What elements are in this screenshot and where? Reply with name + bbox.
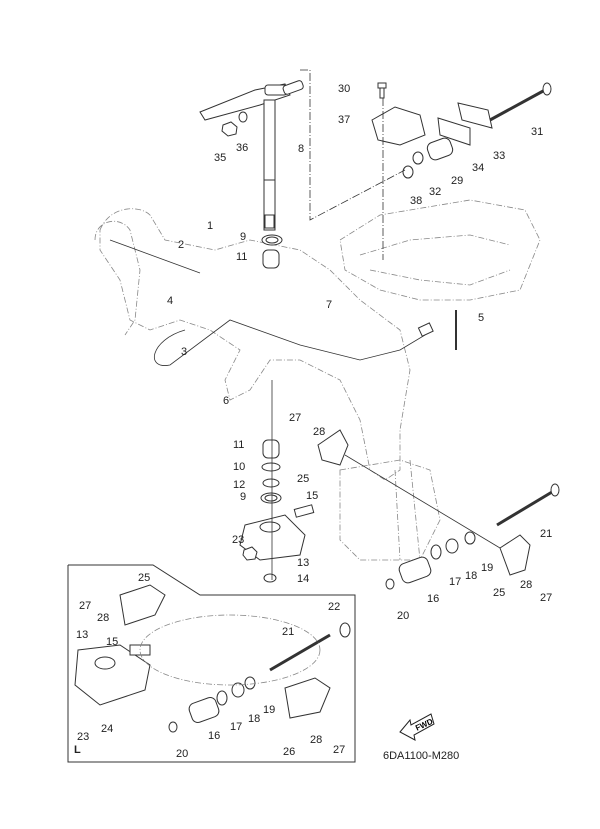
callout-15: 15 [306,490,319,502]
callout-5: 5 [478,312,485,324]
callout-14: 14 [297,573,310,585]
oring-10 [261,462,281,472]
callout-35: 35 [214,152,227,164]
bushing-11-upper [262,249,280,269]
washer-9-lower [260,492,282,504]
callout-9-upper: 9 [240,231,247,243]
inset-callout-25: 25 [138,572,151,584]
callout-25-right: 25 [493,587,506,599]
callout-18: 18 [465,570,478,582]
callout-31: 31 [531,126,544,138]
washer-18 [445,538,459,554]
callout-17: 17 [449,576,462,588]
inset-callout-28-left: 28 [97,612,110,624]
callout-16: 16 [427,593,440,605]
callout-6: 6 [223,395,230,407]
callout-9-lower: 9 [240,491,247,503]
inset-callout-27-right: 27 [333,744,346,756]
washer-19 [464,531,476,545]
inset-callout-26: 26 [283,746,296,758]
callout-28-mid: 28 [313,426,326,438]
inset-callout-28-right: 28 [310,734,323,746]
plate-34 [437,117,471,146]
inset-callout-18: 18 [248,713,261,725]
callout-19: 19 [481,562,494,574]
washer-20 [385,578,395,590]
diagram-code: 6DA1100-M280 [383,750,460,762]
bushing-11-lower [262,439,280,459]
washer-32 [412,151,424,165]
upper-casing-ghost [339,199,541,301]
reference-lines [109,69,501,580]
swivel-bracket-ghost [94,208,411,481]
callout-30: 30 [338,83,351,95]
callout-2: 2 [178,239,185,251]
inset-callout-13: 13 [76,629,89,641]
callout-12: 12 [233,479,246,491]
callout-3: 3 [181,346,188,358]
seal-12 [262,478,280,488]
inset-label: L [74,744,81,756]
washer-36 [238,111,248,123]
callout-27-right: 27 [540,592,553,604]
steering-shaft [199,80,304,231]
inset-callout-22: 22 [328,601,341,613]
inset-box [67,564,356,763]
bolt-31 [489,82,552,122]
inset-callout-21: 21 [282,626,295,638]
callout-36: 36 [236,142,249,154]
callout-21: 21 [540,528,553,540]
callout-4: 4 [167,295,174,307]
mount-cover-25-mid [317,429,349,466]
forward-arrow-icon: FWD [398,708,438,747]
callout-23: 23 [232,534,245,546]
nut-35 [221,121,238,137]
inset-callout-15: 15 [106,636,119,648]
callout-10: 10 [233,461,246,473]
collar-38 [402,165,414,179]
callout-1: 1 [207,220,214,232]
clip-14 [263,573,277,583]
washer-17 [430,544,442,560]
inset-callout-23: 23 [77,731,90,743]
callout-38: 38 [410,195,423,207]
callout-11-lower: 11 [233,439,245,451]
callout-33: 33 [493,150,506,162]
plate-33 [457,102,493,129]
callout-8: 8 [298,143,305,155]
callout-32: 32 [429,186,442,198]
bolt-21 [496,483,560,527]
inset-callout-17: 17 [230,721,243,733]
inset-callout-24: 24 [101,723,114,735]
damper-16 [398,556,432,584]
callout-20: 20 [397,610,410,622]
callout-34: 34 [472,162,485,174]
washer-9-upper [261,234,283,246]
mount-cover-25-right [499,534,531,576]
callout-13: 13 [297,557,310,569]
inset-callout-20: 20 [176,748,189,760]
inset-callout-19: 19 [263,704,276,716]
ground-lead [154,319,434,366]
callout-29: 29 [451,175,464,187]
bolt-30 [377,82,387,99]
nut-23 [242,546,258,561]
inset-callout-27-left: 27 [79,600,92,612]
damper-29 [426,137,454,161]
lower-casing-ghost [339,459,441,561]
fwd-label: FWD [414,717,435,733]
callout-11-upper: 11 [236,251,248,263]
mount-cover-37 [371,106,426,146]
inset-callout-16: 16 [208,730,221,742]
callout-27-mid: 27 [289,412,302,424]
callout-7: 7 [326,299,333,311]
lower-mount-bracket [239,504,315,561]
callout-25-mid: 25 [297,473,310,485]
callout-28-right: 28 [520,579,533,591]
callout-37: 37 [338,114,351,126]
